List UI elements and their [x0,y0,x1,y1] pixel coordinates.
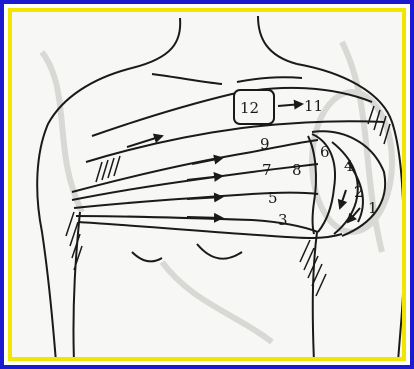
bandage-strips [72,88,390,238]
label-5: 5 [268,189,278,207]
right-arm-inner [313,232,317,361]
inner-frame: 12 11 9 7 8 6 4 5 2 1 3 [8,8,406,361]
label-11: 11 [304,97,323,115]
strip-1 [78,222,342,238]
label-2: 2 [354,183,364,201]
left-shoulder [37,68,132,361]
label-12: 12 [240,99,259,117]
neck-left [132,18,180,68]
chest-right [197,244,242,259]
chest-left [132,252,162,261]
arrow-strip-9 [192,158,222,164]
bandage-illustration: 12 11 9 7 8 6 4 5 2 1 3 [12,12,406,361]
neck-right [258,16,297,64]
arrow-strip-3 [187,217,222,218]
arrow-label-11 [278,104,302,106]
background-ghost-shapes [42,42,392,342]
label-7: 7 [262,161,272,179]
label-1: 1 [368,199,378,217]
label-3: 3 [278,211,288,229]
label-9: 9 [260,135,270,153]
strip-9 [72,140,318,192]
label-8: 8 [292,161,302,179]
collarbone-left [152,74,222,84]
strip-5 [74,193,318,209]
label-6: 6 [320,143,330,161]
label-4: 4 [344,157,354,175]
arrow-spica-4 [340,190,346,208]
collarbone-right [237,77,302,82]
